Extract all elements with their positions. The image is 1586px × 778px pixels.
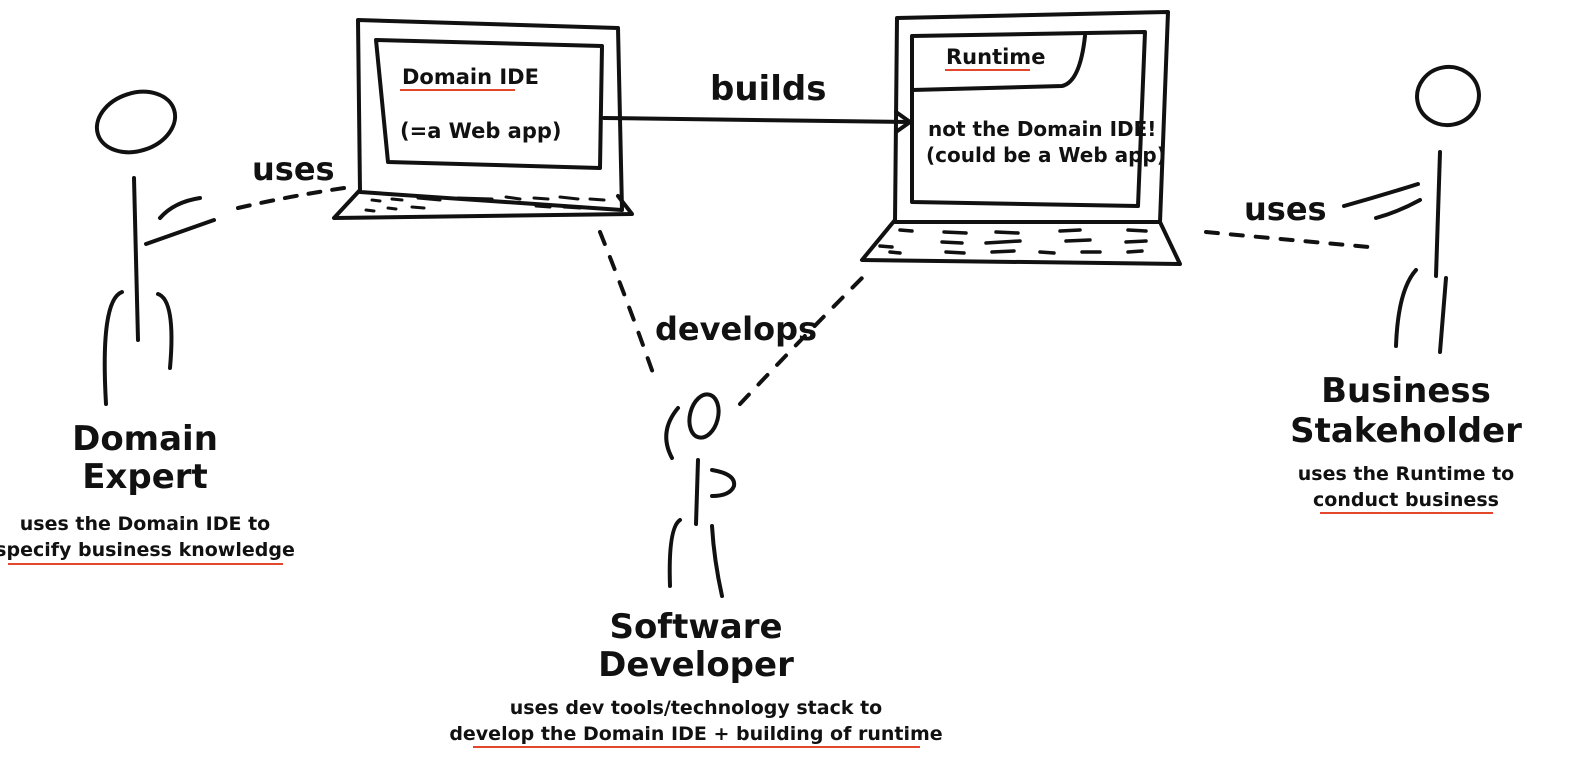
software-developer-desc-line2: develop the Domain IDE + building of run… bbox=[449, 723, 942, 745]
builds-label: builds bbox=[710, 69, 826, 109]
business-stakeholder-name-line1: Business bbox=[1321, 371, 1491, 411]
business-stakeholder-leg-right bbox=[1438, 276, 1448, 354]
software-developer-head bbox=[687, 392, 721, 440]
software-developer-leg-right bbox=[710, 524, 724, 598]
domain-ide-screen-frame bbox=[356, 18, 624, 212]
domain-ide-keyboard bbox=[364, 195, 606, 213]
builds-arrow-line bbox=[602, 116, 912, 124]
domain-expert-head bbox=[94, 89, 178, 155]
software-developer-hair bbox=[664, 406, 680, 460]
uses-right-dashed-line bbox=[1204, 230, 1382, 250]
business-stakeholder-figure: Business Stakeholder uses the Runtime to… bbox=[1290, 64, 1522, 514]
software-developer-arm bbox=[710, 468, 737, 498]
business-stakeholder-arm-lower bbox=[1374, 198, 1422, 220]
develops-label: develops bbox=[655, 310, 817, 348]
software-developer-name-line1: Software bbox=[609, 607, 782, 647]
domain-expert-name-line2: Expert bbox=[82, 457, 208, 497]
domain-expert-arm-lower bbox=[144, 218, 216, 246]
uses-left-link: uses bbox=[236, 150, 346, 210]
domain-ide-subtitle: (=a Web app) bbox=[400, 119, 562, 143]
business-stakeholder-name-line2: Stakeholder bbox=[1290, 411, 1522, 451]
domain-ide-laptop: Domain IDE (=a Web app) bbox=[332, 18, 634, 220]
domain-expert-body bbox=[132, 176, 140, 342]
software-developer-leg-left bbox=[667, 518, 682, 588]
uses-left-label: uses bbox=[252, 150, 335, 188]
uses-right-label: uses bbox=[1244, 190, 1327, 228]
runtime-title: Runtime bbox=[946, 45, 1045, 69]
business-stakeholder-body bbox=[1434, 150, 1442, 278]
uses-left-dashed-line bbox=[236, 186, 346, 210]
runtime-keyboard bbox=[878, 228, 1148, 255]
domain-ide-base bbox=[332, 188, 634, 220]
domain-expert-leg-right bbox=[156, 292, 174, 370]
business-stakeholder-desc-line1: uses the Runtime to bbox=[1298, 463, 1514, 485]
runtime-base bbox=[860, 218, 1182, 266]
domain-expert-arm-upper bbox=[158, 196, 202, 220]
business-stakeholder-leg-left bbox=[1394, 268, 1418, 348]
business-stakeholder-arm-upper bbox=[1342, 182, 1420, 208]
builds-arrow: builds bbox=[602, 69, 912, 134]
develops-dashed-line-runtime bbox=[738, 270, 870, 406]
uses-right-link: uses bbox=[1204, 190, 1382, 250]
domain-expert-name-line1: Domain bbox=[72, 419, 218, 459]
develops-dashed-line-ide bbox=[598, 230, 656, 378]
software-developer-body bbox=[694, 458, 700, 526]
software-developer-name-line2: Developer bbox=[598, 645, 794, 685]
runtime-tab bbox=[910, 34, 1087, 92]
software-developer-figure: Software Developer uses dev tools/techno… bbox=[449, 392, 943, 748]
business-stakeholder-desc-line2: conduct business bbox=[1313, 489, 1499, 511]
runtime-screen bbox=[910, 30, 1147, 208]
develops-links: develops bbox=[598, 230, 870, 406]
domain-expert-desc-line1: uses the Domain IDE to bbox=[20, 513, 270, 535]
domain-expert-desc-line2: specify business knowledge bbox=[0, 539, 295, 561]
domain-expert-leg-left bbox=[102, 290, 124, 406]
domain-ide-title: Domain IDE bbox=[402, 65, 539, 89]
runtime-note-line2: (could be a Web app) bbox=[926, 143, 1166, 167]
domain-ide-screen bbox=[374, 38, 604, 170]
software-developer-desc-line1: uses dev tools/technology stack to bbox=[510, 697, 882, 719]
domain-expert-figure: Domain Expert uses the Domain IDE to spe… bbox=[0, 89, 295, 565]
business-stakeholder-head bbox=[1415, 64, 1481, 128]
runtime-laptop: Runtime not the Domain IDE! (could be a … bbox=[860, 10, 1182, 266]
builds-arrow-head bbox=[894, 110, 912, 134]
runtime-note-line1: not the Domain IDE! bbox=[928, 117, 1156, 141]
